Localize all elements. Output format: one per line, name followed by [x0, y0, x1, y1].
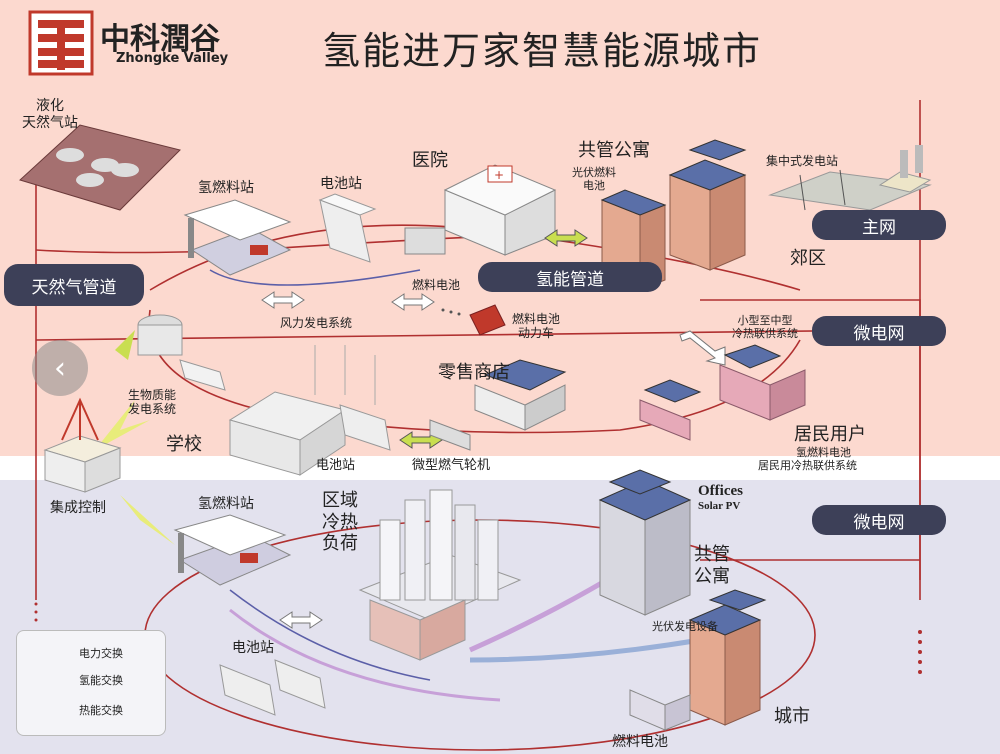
- battery-station-bottom-label: 电池站: [232, 640, 274, 656]
- page-title: 氢能进万家智慧能源城市: [322, 29, 763, 73]
- lng-station-illustration: [19, 124, 181, 211]
- microgrid-top-badge: 微电网: [812, 316, 946, 346]
- fuel-cell-bottom-illustration: [629, 689, 691, 731]
- h2-station-bottom-illustration: [173, 514, 292, 586]
- main-grid-badge: 主网: [812, 210, 946, 240]
- fuel-cell-vehicle-label: 燃料电池 动力车: [512, 312, 561, 341]
- shared-apartment-bottom-label: 共管 公寓: [694, 544, 730, 587]
- brand-name-cn: 中科潤谷: [100, 22, 220, 57]
- hydrogen-pipeline-badge: 氢能管道: [478, 262, 662, 292]
- battery-station-bottom-illustration: [219, 659, 326, 716]
- chevron-left-icon: ‹: [54, 350, 66, 386]
- central-power-plant-label: 集中式发电站: [766, 154, 839, 168]
- offices-illustration: [598, 469, 692, 616]
- battery-station-top-label: 电池站: [320, 176, 362, 192]
- fuel-cell-bottom-label: 燃料电池: [612, 734, 668, 750]
- legend: 电力交换 氢能交换 热能交换: [16, 630, 166, 736]
- residential-chp-label: 居民用冷热联供系统: [758, 459, 857, 472]
- retail-store-label: 零售商店: [438, 362, 510, 383]
- exchange-arrows: [95, 229, 726, 629]
- fuel-cell-vehicle-illustration: [441, 304, 506, 336]
- school-label: 学校: [166, 434, 202, 455]
- h2-station-bottom-label: 氢燃料站: [198, 496, 254, 512]
- residential-label: 居民用户: [794, 424, 866, 445]
- integrated-control-label: 集成控制: [50, 500, 106, 516]
- natural-gas-pipeline-badge: 天然气管道: [4, 264, 144, 306]
- city-towers-illustration: [358, 489, 522, 661]
- hospital-illustration: +: [404, 164, 557, 256]
- pv-fuel-cell-label: 光伏燃料 电池: [572, 166, 616, 193]
- microgrid-bottom-badge: 微电网: [812, 505, 946, 535]
- biomass-illustration: [137, 314, 226, 391]
- battery-station-top-illustration: [318, 193, 377, 263]
- regional-load-label: 区域 冷热 负荷: [322, 490, 358, 555]
- pv-equipment-label: 光伏发电设备: [652, 620, 718, 633]
- h2-station-top-label: 氢燃料站: [198, 180, 254, 196]
- suburb-label: 郊区: [790, 248, 826, 269]
- svg-text:+: +: [494, 168, 504, 182]
- wind-power-label: 风力发电系统: [280, 316, 353, 330]
- brand-name-en: Zhongke Valley: [116, 51, 229, 66]
- battery-station-mid-illustration: [339, 404, 391, 451]
- h2-station-top-illustration: [183, 199, 292, 276]
- brand-logo: [28, 10, 94, 76]
- shared-apartment-top-label: 共管公寓: [578, 140, 650, 161]
- city-label: 城市: [774, 706, 810, 727]
- continuation-dots: [34, 602, 922, 674]
- retail-store-illustration: [429, 359, 567, 451]
- city-apartments-illustration: [688, 589, 767, 726]
- power-plant-illustration: [768, 145, 932, 211]
- hydrogen-lines: [209, 269, 431, 681]
- residential-illustration: [639, 344, 806, 441]
- legend-heat-label: 热能交换: [79, 704, 123, 717]
- legend-hydrogen-label: 氢能交换: [79, 674, 123, 687]
- offices-label: Offices: [698, 483, 743, 499]
- hospital-label: 医院: [412, 150, 448, 171]
- lng-station-label: 液化 天然气站: [22, 98, 78, 131]
- small-mid-chp-label: 小型至中型 冷热联供系统: [732, 314, 798, 341]
- legend-power-label: 电力交换: [79, 647, 123, 660]
- carousel-prev-button[interactable]: ‹: [32, 340, 88, 396]
- battery-station-mid-label: 电池站: [316, 458, 356, 473]
- fuel-cell-top-label: 燃料电池: [412, 278, 461, 292]
- school-illustration: [228, 345, 376, 476]
- residential-fuel-cell-label: 氢燃料电池: [796, 446, 851, 459]
- micro-turbine-label: 微型燃气轮机: [412, 458, 491, 473]
- biomass-label: 生物质能 发电系统: [128, 388, 177, 417]
- solar-pv-label: Solar PV: [698, 500, 741, 512]
- integrated-control-illustration: [43, 397, 122, 493]
- zone-divider: [0, 456, 1000, 480]
